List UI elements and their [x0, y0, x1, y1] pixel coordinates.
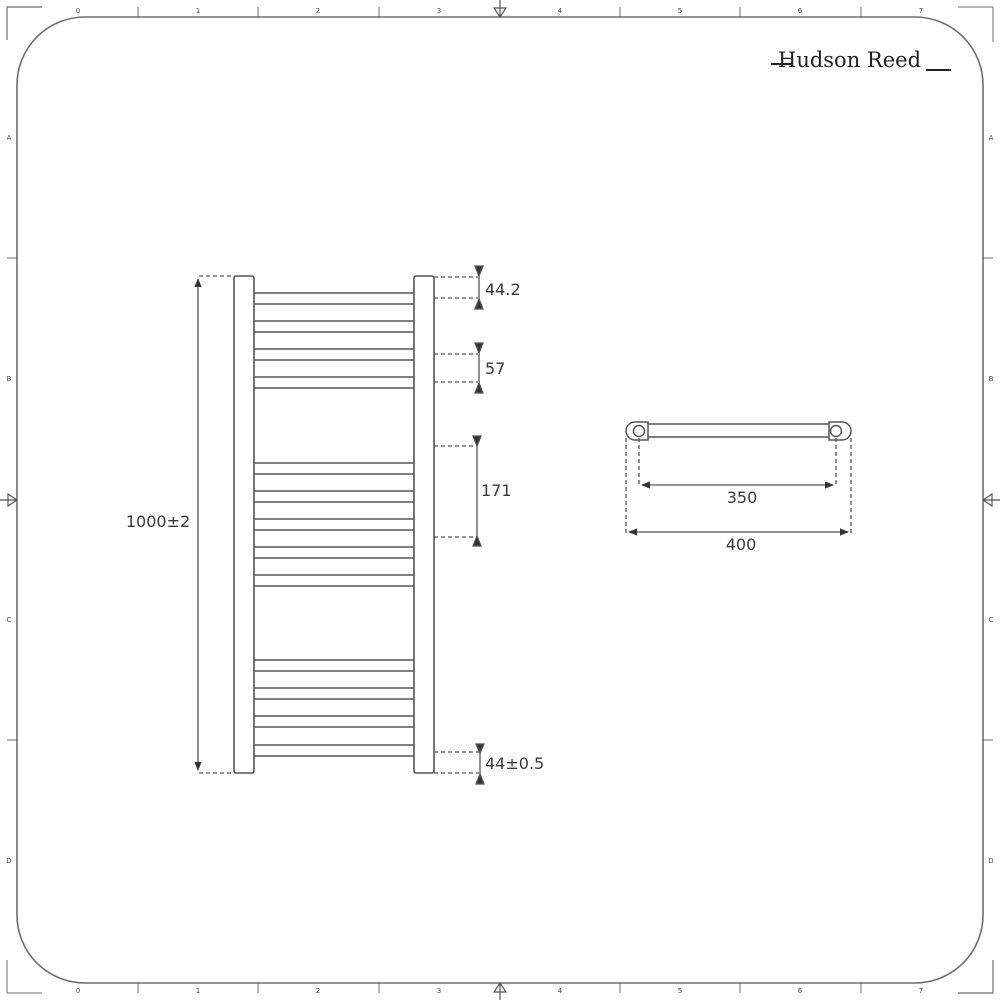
- rail-group-top: [254, 292, 414, 389]
- brand-underline-right: [926, 69, 951, 71]
- svg-text:A: A: [7, 134, 12, 142]
- top-rail-bar: [644, 423, 831, 438]
- dimension-top-gap: [434, 265, 484, 310]
- svg-text:7: 7: [919, 7, 923, 15]
- svg-text:0: 0: [76, 7, 80, 15]
- svg-text:5: 5: [678, 987, 682, 995]
- rail-group-bottom: [254, 659, 414, 757]
- dimension-section-gap: [434, 435, 482, 547]
- row-labels-left: A B C D: [6, 134, 11, 865]
- row-labels-right: A B C D: [988, 134, 993, 865]
- towel-rail-top-view: [625, 421, 852, 441]
- left-stile: [233, 275, 255, 774]
- rail-pitch-label: 57: [485, 359, 505, 378]
- svg-text:3: 3: [437, 7, 441, 15]
- svg-text:3: 3: [437, 987, 441, 995]
- drawing-border: [6, 6, 994, 994]
- svg-text:B: B: [7, 375, 12, 383]
- overall-width-label: 400: [726, 535, 757, 554]
- svg-text:A: A: [989, 134, 994, 142]
- svg-text:1: 1: [196, 7, 200, 15]
- right-stile: [413, 275, 435, 774]
- svg-text:D: D: [988, 857, 993, 865]
- column-labels-bottom: 0 1 2 3 4 5 6 7: [76, 987, 923, 995]
- section-gap-label: 171: [481, 481, 512, 500]
- svg-text:C: C: [989, 616, 994, 624]
- dimension-bottom-gap: [434, 743, 486, 785]
- brand-underline-left: [771, 63, 793, 65]
- bottom-gap-label: 44±0.5: [485, 754, 544, 773]
- svg-text:4: 4: [558, 7, 563, 15]
- dimension-centres: [638, 438, 837, 489]
- dimension-rail-pitch: [434, 342, 484, 394]
- column-labels-top: 0 1 2 3 4 5 6 7: [76, 7, 923, 15]
- svg-text:2: 2: [316, 7, 320, 15]
- svg-text:B: B: [989, 375, 994, 383]
- svg-text:7: 7: [919, 987, 923, 995]
- overall-height-label: 1000±2: [126, 512, 190, 531]
- dimension-overall-width: [625, 438, 852, 536]
- svg-text:5: 5: [678, 7, 682, 15]
- svg-text:D: D: [6, 857, 11, 865]
- dimension-overall-height: [194, 275, 234, 774]
- svg-text:0: 0: [76, 987, 80, 995]
- svg-text:C: C: [7, 616, 12, 624]
- svg-text:6: 6: [798, 987, 803, 995]
- top-gap-label: 44.2: [485, 280, 521, 299]
- svg-text:6: 6: [798, 7, 803, 15]
- svg-text:4: 4: [558, 987, 563, 995]
- svg-text:1: 1: [196, 987, 200, 995]
- svg-text:2: 2: [316, 987, 320, 995]
- towel-rail-front-view: [233, 275, 435, 774]
- brand-logo: Hudson Reed: [778, 48, 922, 72]
- centres-label: 350: [727, 488, 758, 507]
- rail-group-middle: [254, 462, 414, 587]
